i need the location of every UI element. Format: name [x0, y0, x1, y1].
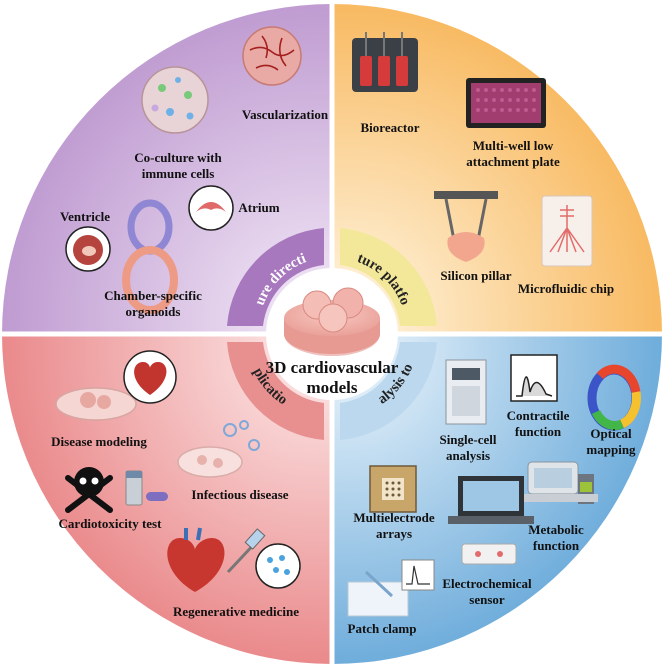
- optical-mapping-icon: [587, 364, 641, 431]
- label-metabolic-line1: Metabolic: [528, 522, 584, 537]
- label-coculture-line2: immune cells: [142, 166, 215, 181]
- label-atrium: Atrium: [238, 200, 279, 215]
- virus-dish-icon: [177, 420, 260, 478]
- label-microfluidic-chip: Microfluidic chip: [518, 281, 614, 296]
- heart-zoom-icon: [123, 350, 177, 404]
- electrochemical-sensor-icon: [448, 476, 534, 565]
- label-patch-clamp: Patch clamp: [348, 621, 417, 636]
- label-multiwell-line1: Multi-well low: [473, 138, 554, 153]
- label-silicon-pillar: Silicon pillar: [440, 268, 511, 283]
- single-cell-analyzer-icon: [445, 359, 487, 425]
- regen-heart-icon: [167, 527, 301, 592]
- ring-segment-applications: [227, 342, 324, 440]
- toxicity-skull-icon: [65, 467, 168, 513]
- label-chamber-line2: organoids: [126, 304, 181, 319]
- bioreactor-icon: [352, 32, 418, 92]
- multielectrode-array-icon: [369, 465, 417, 513]
- label-optical-line1: Optical: [590, 426, 632, 441]
- label-regenerative-medicine: Regenerative medicine: [173, 604, 299, 619]
- label-contractile-line1: Contractile: [507, 408, 570, 423]
- label-vascularization: Vascularization: [242, 107, 329, 122]
- label-multiwell-line2: attachment plate: [466, 154, 560, 169]
- label-contractile-line2: function: [515, 424, 562, 439]
- center-title-line1: 3D cardiovascular: [266, 358, 399, 377]
- vascularized-organoid-icon: [242, 26, 302, 86]
- metabolic-analyzer-icon: [524, 461, 598, 504]
- silicon-pillar-icon: [434, 191, 498, 262]
- label-chamber-line1: Chamber-specific: [104, 288, 202, 303]
- label-optical-line2: mapping: [586, 442, 636, 457]
- label-electrochemical-line1: Electrochemical: [442, 576, 532, 591]
- ring-segment-culture: [340, 228, 437, 326]
- ventricle-zoom-icon: [65, 226, 111, 272]
- label-metabolic-line2: function: [533, 538, 580, 553]
- label-disease-modeling: Disease modeling: [51, 434, 147, 449]
- ring-segment-analysis: [340, 342, 437, 440]
- ring-segment-future: [227, 228, 324, 326]
- organoid-dish-icon: [284, 287, 380, 356]
- label-ventricle: Ventricle: [60, 209, 110, 224]
- label-mea-line1: Multielectrode: [353, 510, 435, 525]
- label-mea-line2: arrays: [376, 526, 412, 541]
- microfluidic-chip-icon: [541, 195, 593, 267]
- label-bioreactor: Bioreactor: [361, 120, 420, 135]
- center-title-line2: models: [307, 378, 358, 397]
- immune-coculture-icon: [141, 66, 209, 134]
- label-coculture-line1: Co-culture with: [134, 150, 222, 165]
- disease-model-dish-icon: [55, 387, 137, 421]
- contractile-graph-icon: [510, 354, 558, 402]
- patch-clamp-icon: [347, 559, 435, 617]
- chamber-organoid-icon: [122, 199, 178, 314]
- label-cardiotoxicity-test: Cardiotoxicity test: [59, 516, 163, 531]
- label-single-cell-line1: Single-cell: [439, 432, 496, 447]
- label-infectious-disease: Infectious disease: [191, 487, 288, 502]
- multiwell-plate-icon: [466, 78, 546, 128]
- label-single-cell-line2: analysis: [446, 448, 490, 463]
- atrium-zoom-icon: [188, 185, 234, 231]
- label-electrochemical-line2: sensor: [469, 592, 505, 607]
